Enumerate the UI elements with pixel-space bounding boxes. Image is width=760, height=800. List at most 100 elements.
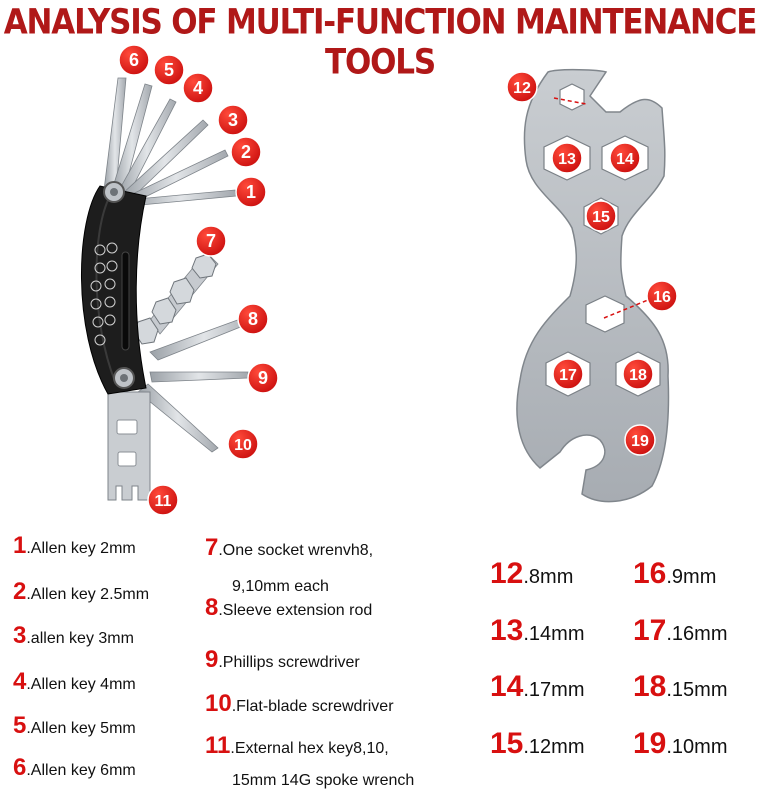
allen-keys: [103, 77, 237, 207]
callout-badge-15: 15: [585, 200, 617, 232]
legend-text: .9mm: [666, 566, 717, 588]
legend-number: 8: [205, 594, 219, 621]
legend-item-7-continued: 9,10mm each: [232, 578, 329, 595]
legend-text: .Allen key 2.5mm: [26, 586, 150, 603]
legend-text: .17mm: [523, 679, 585, 701]
callout-badge-label: 1: [246, 182, 256, 202]
hex-hole-12: [559, 83, 585, 111]
hex-slot-2: [117, 451, 137, 467]
legend-item-11: 11.External hex key8,10,: [205, 732, 389, 760]
callout-badge-14: 14: [609, 142, 641, 174]
callout-badge-12: 12: [506, 71, 538, 103]
legend-item-19: 19.10mm: [633, 727, 728, 761]
legend-text: .Flat-blade screwdriver: [231, 698, 394, 715]
callout-badge-label: 17: [559, 367, 577, 384]
callout-badge-label: 5: [164, 60, 174, 80]
legend-item-13: 13.14mm: [490, 614, 585, 648]
callout-badge-4: 4: [182, 72, 214, 104]
legend-number: 4: [13, 668, 27, 695]
legend-item-14: 14.17mm: [490, 670, 585, 704]
legend-item-1: 1.Allen key 2mm: [13, 532, 136, 560]
page-title: ANALYSIS OF MULTI-FUNCTION MAINTENANCE T…: [3, 2, 758, 83]
callout-badge-label: 14: [616, 151, 634, 168]
callout-badge-18: 18: [622, 358, 654, 390]
legend-text: .16mm: [666, 623, 728, 645]
legend-item-7: 7.One socket wrenvh8,: [205, 534, 373, 562]
callout-badge-17: 17: [552, 358, 584, 390]
socket-nuts: [133, 253, 217, 345]
legend-number: 1: [13, 532, 27, 559]
legend-item-12: 12.8mm: [490, 557, 573, 591]
legend-number: 12: [490, 557, 524, 590]
callout-badge-label: 6: [129, 50, 139, 70]
callout-badge-label: 7: [206, 231, 216, 251]
legend-text: .14mm: [523, 623, 585, 645]
callout-badge-1: 1: [235, 176, 267, 208]
legend-text: .12mm: [523, 736, 585, 758]
callout-badge-label: 2: [241, 142, 251, 162]
callout-badge-7: 7: [195, 225, 227, 257]
legend-item-11-continued: 15mm 14G spoke wrench: [232, 772, 415, 789]
legend-number: 5: [13, 712, 27, 739]
body-slot: [121, 251, 130, 351]
legend-number: 19: [633, 727, 667, 760]
legend-number: 11: [205, 732, 231, 759]
legend-item-10: 10.Flat-blade screwdriver: [205, 690, 394, 718]
legend-item-2: 2.Allen key 2.5mm: [13, 578, 149, 606]
legend-text: .One socket wrenvh8,: [218, 542, 374, 559]
legend-text: .Allen key 4mm: [26, 676, 136, 693]
legend-text: .15mm: [666, 679, 728, 701]
callout-badge-label: 19: [631, 433, 649, 450]
legend-number: 14: [490, 670, 524, 703]
legend-item-17: 17.16mm: [633, 614, 728, 648]
legend-number: 16: [633, 557, 667, 590]
hex-slot-1: [116, 419, 138, 435]
legend-number: 13: [490, 614, 524, 647]
callout-badge-label: 4: [193, 78, 203, 98]
callout-badge-3: 3: [217, 104, 249, 136]
legend-text: .Phillips screwdriver: [218, 654, 360, 671]
callout-badge-10: 10: [227, 428, 259, 460]
callout-badge-label: 18: [629, 367, 647, 384]
hex-key-plate: [107, 391, 151, 501]
callout-badge-16: 16: [646, 280, 678, 312]
callout-badge-6: 6: [118, 44, 150, 76]
legend-number: 7: [205, 534, 219, 561]
callout-badge-11: 11: [147, 484, 179, 516]
callout-badge-9: 9: [247, 362, 279, 394]
legend-number: 2: [13, 578, 27, 605]
legend-number: 6: [13, 754, 27, 781]
callout-badge-label: 11: [155, 493, 172, 510]
callout-badge-19: 19: [624, 424, 656, 456]
callout-badge-label: 9: [258, 368, 268, 388]
legend-number: 3: [13, 622, 27, 649]
legend-number: 10: [205, 690, 232, 717]
tool-body: [81, 185, 147, 395]
callout-badge-8: 8: [237, 303, 269, 335]
legend-item-15: 15.12mm: [490, 727, 585, 761]
legend-item-8: 8.Sleeve extension rod: [205, 594, 372, 622]
legend-number: 17: [633, 614, 667, 647]
callout-badge-label: 10: [234, 437, 252, 454]
body-markings: [90, 242, 118, 346]
legend-item-5: 5.Allen key 5mm: [13, 712, 136, 740]
callout-badge-2: 2: [230, 136, 262, 168]
legend-text: .Sleeve extension rod: [218, 602, 373, 619]
legend-item-4: 4.Allen key 4mm: [13, 668, 136, 696]
legend-number: 18: [633, 670, 667, 703]
hex-hole-16: [585, 295, 625, 333]
legend-text: .8mm: [523, 566, 574, 588]
callout-badge-label: 15: [592, 209, 610, 226]
legend-text: .allen key 3mm: [26, 630, 134, 647]
legend-text: .External hex key8,10,: [230, 740, 389, 757]
legend-item-16: 16.9mm: [633, 557, 716, 591]
callout-badge-13: 13: [551, 142, 583, 174]
multi-tool: [81, 77, 259, 501]
legend-number: 15: [490, 727, 524, 760]
legend-item-9: 9.Phillips screwdriver: [205, 646, 360, 674]
callout-badge-label: 13: [558, 151, 576, 168]
legend-text: .10mm: [666, 736, 728, 758]
legend-item-6: 6.Allen key 6mm: [13, 754, 136, 782]
callout-badge-label: 3: [228, 110, 238, 130]
